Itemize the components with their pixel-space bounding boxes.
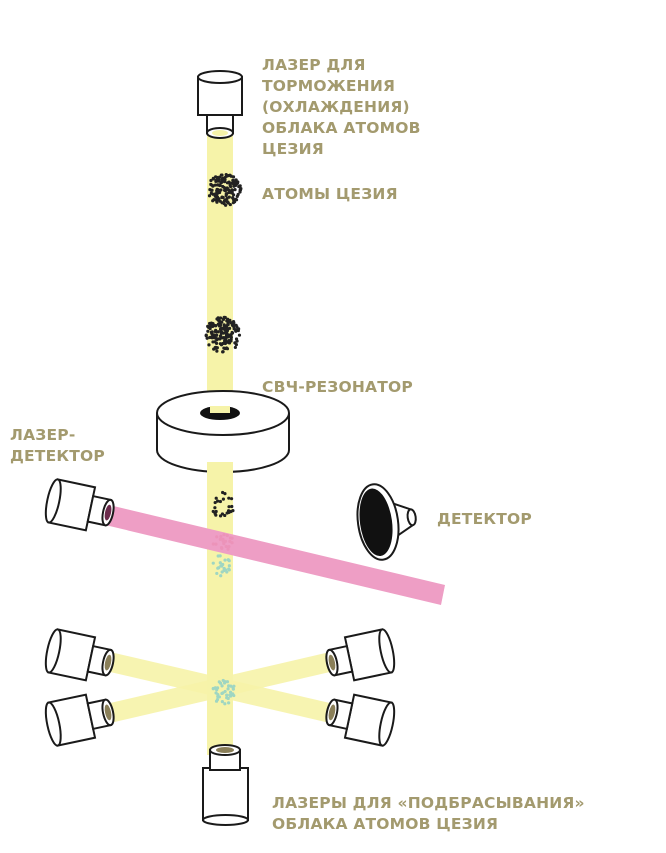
toss-laser-lower-left — [44, 693, 115, 747]
atom-cloud-green — [211, 554, 231, 578]
atom-cloud-trap — [211, 678, 236, 706]
atom-clouds — [204, 172, 243, 706]
label-cesium-atoms: АТОМЫ ЦЕЗИЯ — [262, 185, 398, 203]
label-slowing-laser: ЛАЗЕР ДЛЯ ТОРМОЖЕНИЯ (ОХЛАЖДЕНИЯ) ОБЛАКА… — [262, 56, 421, 158]
slowing-laser — [197, 70, 243, 139]
detector — [356, 483, 417, 561]
label-microwave-cavity: СВЧ-РЕЗОНАТОР — [262, 378, 413, 396]
toss-laser-upper-right — [325, 628, 396, 682]
atom-cloud-top — [207, 172, 243, 207]
toss-laser-bottom — [202, 744, 249, 826]
toss-laser-lower-right — [325, 693, 396, 747]
photodetector — [356, 483, 417, 561]
detection-laser — [44, 478, 115, 532]
atom-cloud-middle — [204, 315, 242, 354]
cavity-beam-through — [210, 406, 230, 413]
label-detector: ДЕТЕКТОР — [437, 510, 532, 528]
toss-laser-upper-left — [44, 628, 115, 682]
microwave-cavity — [156, 390, 290, 492]
label-toss-lasers: ЛАЗЕРЫ ДЛЯ «ПОДБРАСЫВАНИЯ» ОБЛАКА АТОМОВ… — [272, 794, 585, 833]
cavity-beam-exit — [207, 462, 233, 492]
laser-devices — [44, 70, 396, 826]
atom-cloud-pink — [211, 533, 234, 551]
label-laser-detector: ЛАЗЕР- ДЕТЕКТОР — [10, 426, 105, 465]
detection-laser-beam — [101, 504, 445, 605]
laser-beams — [80, 132, 445, 755]
atom-cloud-after-cavity — [211, 490, 235, 518]
diagonal-beam-b — [80, 645, 360, 730]
